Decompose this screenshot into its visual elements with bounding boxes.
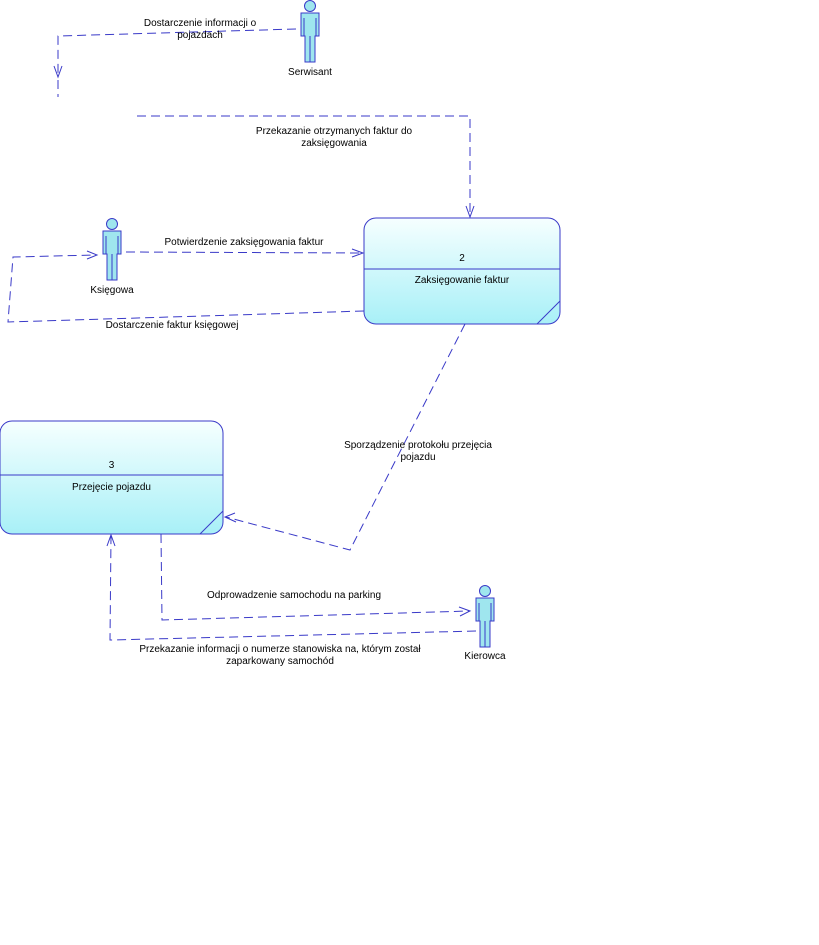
actor-serwisant-icon[interactable] <box>300 0 320 63</box>
flow-line-7[interactable] <box>109 535 477 641</box>
flow-label-2-line2: zaksięgowania <box>301 138 367 149</box>
flow-label-3: Potwierdzenie zaksięgowania faktur <box>164 237 324 248</box>
flow-line-2[interactable] <box>137 115 471 216</box>
actor-serwisant-label: Serwisant <box>288 67 332 78</box>
flow-label-1-line1: Dostarczenie informacji o <box>143 18 257 29</box>
flow-label-5: Sporządzenie protokołu przejęcia pojazdu <box>318 440 518 464</box>
flow-label-7-line2: zaparkowany samochód <box>226 656 334 667</box>
process-3-number: 3 <box>108 460 115 471</box>
flow-label-7: Przekazanie informacji o numerze stanowi… <box>120 644 440 668</box>
flow-label-5-line1: Sporządzenie protokołu przejęcia <box>344 440 492 451</box>
process-box-2[interactable] <box>363 217 561 325</box>
actor-ksiegowa-icon[interactable] <box>102 218 122 281</box>
flow-line-4[interactable] <box>7 254 365 323</box>
actor-kierowca-icon[interactable] <box>475 585 495 648</box>
flow-label-1: Dostarczenie informacji o pojazdach <box>100 18 300 42</box>
flow-label-2-line1: Przekazanie otrzymanych faktur do <box>255 126 413 137</box>
flow-label-1-line2: pojazdach <box>177 30 223 41</box>
flow-line-6[interactable] <box>160 533 470 621</box>
flow-label-4: Dostarczenie faktur księgowej <box>105 320 239 331</box>
flow-line-1[interactable] <box>57 28 297 76</box>
process-2-name: Zaksięgowanie faktur <box>414 275 510 286</box>
arrowheads <box>53 65 475 617</box>
flow-line-3[interactable] <box>125 251 363 254</box>
process-3-name: Przejęcie pojazdu <box>72 482 151 493</box>
flow-label-2: Przekazanie otrzymanych faktur do zaksię… <box>234 126 434 150</box>
flow-line-5[interactable] <box>225 323 466 551</box>
flow-label-7-line1: Przekazanie informacji o numerze stanowi… <box>139 644 421 655</box>
process-2-number: 2 <box>459 253 465 264</box>
actor-kierowca-label: Kierowca <box>464 651 506 662</box>
process-box-3[interactable] <box>0 420 224 535</box>
flow-label-5-line2: pojazdu <box>400 452 436 463</box>
actor-ksiegowa-label: Księgowa <box>90 285 134 296</box>
flow-label-6: Odprowadzenie samochodu na parking <box>207 590 381 601</box>
